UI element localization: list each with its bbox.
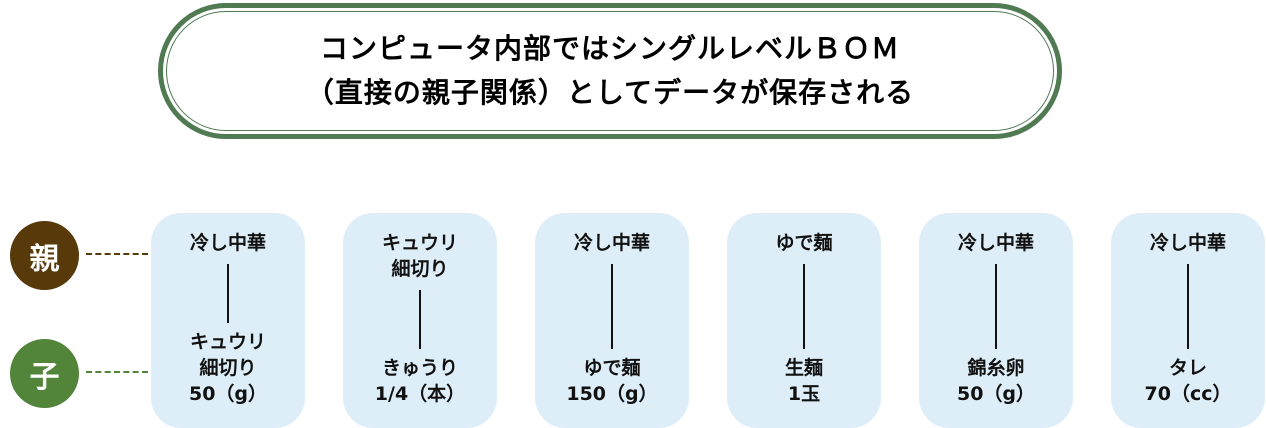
relation-line [1187,264,1189,349]
child-item: ゆで麺 150（g） [566,357,658,405]
child-item: きゅうり 1/4（本） [374,357,466,405]
relation-line [419,290,421,349]
child-item: タレ 70（cc） [1144,357,1232,405]
bom-card: 冷し中華 錦糸卵 50（g） [919,213,1073,428]
parent-item: ゆで麺 [775,232,833,254]
parent-badge: 親 [10,221,79,290]
parent-dashed-line [86,253,148,255]
child-item: キュウリ 細切り 50（g） [188,331,268,405]
child-item: 錦糸卵 50（g） [956,357,1036,405]
title-line-2: （直接の親子関係）としてデータが保存される [305,76,915,109]
child-dashed-line [86,371,148,373]
relation-line [803,264,805,349]
relation-line [227,264,229,323]
bom-card: 冷し中華 キュウリ 細切り 50（g） [151,213,305,428]
parent-item: 冷し中華 [189,232,266,254]
parent-item: キュウリ 細切り [381,232,458,280]
bom-card: 冷し中華 ゆで麺 150（g） [535,213,689,428]
relation-line [611,264,613,349]
parent-item: 冷し中華 [957,232,1034,254]
child-badge: 子 [10,339,79,408]
parent-item: 冷し中華 [1149,232,1226,254]
relation-line [995,264,997,349]
title-line-1: コンピュータ内部ではシングルレベルＢＯＭ [319,32,900,65]
title-banner: コンピュータ内部ではシングルレベルＢＯＭ （直接の親子関係）としてデータが保存さ… [158,3,1062,139]
child-item: 生麺 1玉 [784,357,823,405]
bom-card: 冷し中華 タレ 70（cc） [1111,213,1265,428]
parent-item: 冷し中華 [573,232,650,254]
bom-card: キュウリ 細切り きゅうり 1/4（本） [343,213,497,428]
title-banner-inner: コンピュータ内部ではシングルレベルＢＯＭ （直接の親子関係）としてデータが保存さ… [166,11,1054,131]
bom-card: ゆで麺 生麺 1玉 [727,213,881,428]
